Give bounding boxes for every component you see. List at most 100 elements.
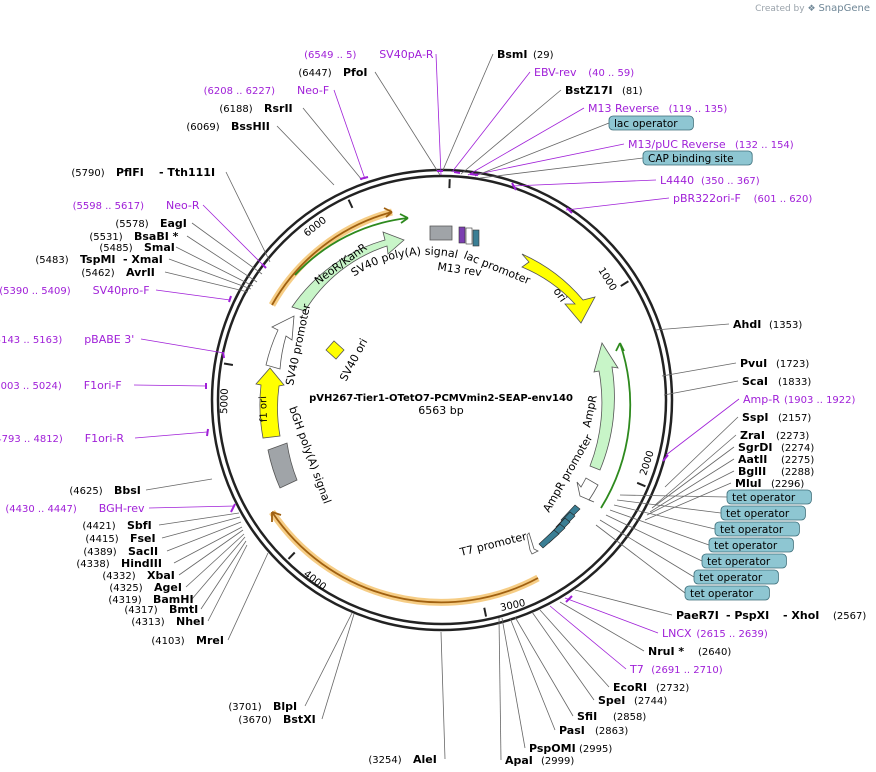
label-text: XbaI (147, 569, 175, 582)
feature-lac-operator-marks (458, 226, 480, 247)
label-text: EcoRI (613, 681, 647, 694)
boxed-label: tet operator (726, 489, 812, 505)
leader-line (531, 611, 595, 701)
leader-line (559, 601, 645, 652)
tick-label-3000: 3000 (499, 598, 526, 614)
label-text: (3254) (368, 755, 401, 766)
label-text: AgeI (154, 581, 182, 594)
label-text: LNCX (662, 627, 692, 640)
boxed-label-bg (708, 537, 794, 553)
boxed-label: tet operator (714, 521, 800, 537)
label-text: (2999) (541, 756, 574, 767)
label-text: AatII (738, 453, 767, 466)
leader-line (616, 499, 722, 514)
boxed-label: lac operator (608, 115, 694, 131)
leader-line (164, 271, 249, 293)
snapgene-logo-icon: ❖ (807, 4, 816, 14)
orf-arc-bottom (269, 510, 540, 606)
label-text: PaeR7I (676, 609, 719, 622)
label-text: (3670) (238, 715, 271, 726)
right-label: pBR322ori-F(601 .. 620) (673, 192, 812, 205)
label-text: ScaI (742, 375, 768, 388)
feature-sv40-promoter-arrow (265, 315, 295, 370)
left-label: RsrII (6188) (219, 102, 292, 115)
label-text: (2691 .. 2710) (651, 665, 723, 676)
right-label: SspI(2157) (742, 411, 811, 424)
boxed-label: tet operator (708, 537, 794, 553)
label-text: ApaI (505, 754, 533, 767)
leader-line (609, 509, 710, 546)
leader-line (158, 512, 240, 526)
left-label: BstXI(3670) (238, 713, 315, 726)
feature-label-m13rev: M13 rev (437, 260, 483, 279)
feature-label-t7-promoter: T7 promoter (458, 530, 529, 559)
green-line-amp (600, 342, 632, 509)
label-text: (5003 .. 5024) (0, 381, 62, 392)
label-text: NruI * (648, 645, 684, 658)
boxed-label-text: lac operator (614, 118, 678, 130)
label-text: BbsI (114, 484, 141, 497)
label-text: EagI (160, 217, 187, 230)
label-text: M13/pUC Reverse (628, 138, 726, 151)
label-text: (2744) (634, 696, 667, 707)
right-label: EBV-rev(40 .. 59) (534, 66, 634, 79)
label-text: RsrII (264, 102, 293, 115)
left-label: BlpI(3701) (228, 700, 297, 713)
boxed-label-bg (642, 150, 753, 166)
leader-line (549, 605, 627, 670)
leader-line (474, 122, 610, 177)
boxed-label: tet operator (701, 553, 787, 569)
leader-line (374, 71, 441, 176)
feature-ampr-promoter-arrow (576, 477, 599, 503)
label-text: L4440 (660, 174, 694, 187)
leader-line (460, 89, 562, 175)
label-text: (3701) (228, 702, 261, 713)
label-text: (2157) (778, 413, 811, 424)
leader-line (498, 617, 502, 761)
label-text: SpeI (598, 694, 625, 707)
feature-neor-arrow (291, 231, 405, 312)
right-label: NruI * (2640) (648, 645, 731, 658)
tick-label-1000: 1000 (595, 266, 618, 293)
boxed-label-bg (726, 489, 812, 505)
leader-line (661, 362, 737, 377)
leader-line (467, 107, 585, 176)
leader-line (654, 323, 730, 331)
label-text: PfoI (343, 66, 368, 79)
left-label: EagI(5578) (115, 217, 187, 230)
leader-line (166, 521, 242, 552)
label-text: (4319) (108, 595, 141, 606)
left-label: Neo-F(6208 .. 6227) (204, 84, 330, 97)
green-line-neo (294, 213, 409, 276)
label-text: (2640) (698, 647, 731, 658)
label-text: PvuI (740, 357, 767, 370)
label-text: (2288) (781, 467, 814, 478)
label-text: - XhoI (783, 609, 819, 622)
tick-mark (620, 280, 629, 287)
left-label: SV40pA-R(6549 .. 5) (304, 48, 434, 61)
feature-label-ampr: AmpR (580, 393, 600, 428)
label-text: ZraI (740, 429, 765, 442)
label-text: SV40pro-F (93, 284, 150, 297)
label-text: - PspXI (726, 609, 769, 622)
label-text: (5531) (89, 232, 122, 243)
label-text: M13 Reverse (588, 102, 659, 115)
label-text: (1903 .. 1922) (784, 395, 856, 406)
label-text: (5485) (99, 243, 132, 254)
leader-line (202, 204, 267, 269)
boxed-label-text: tet operator (720, 524, 784, 536)
label-text: Neo-R (166, 199, 200, 212)
feature-sv40-ori (325, 340, 345, 360)
label-text: (6188) (219, 104, 252, 115)
boxed-label-bg (608, 115, 694, 131)
label-text: (5598 .. 5617) (73, 201, 145, 212)
boxed-label-text: tet operator (714, 540, 778, 552)
feature-label-f1-ori: f1 ori (258, 396, 270, 422)
label-text: AvrII (126, 266, 155, 279)
label-text: (4313) (131, 617, 164, 628)
leader-line (472, 143, 625, 176)
right-label: ScaI(1833) (742, 375, 811, 388)
boxed-label-text: tet operator (732, 492, 796, 504)
label-text: (4338) (76, 559, 109, 570)
